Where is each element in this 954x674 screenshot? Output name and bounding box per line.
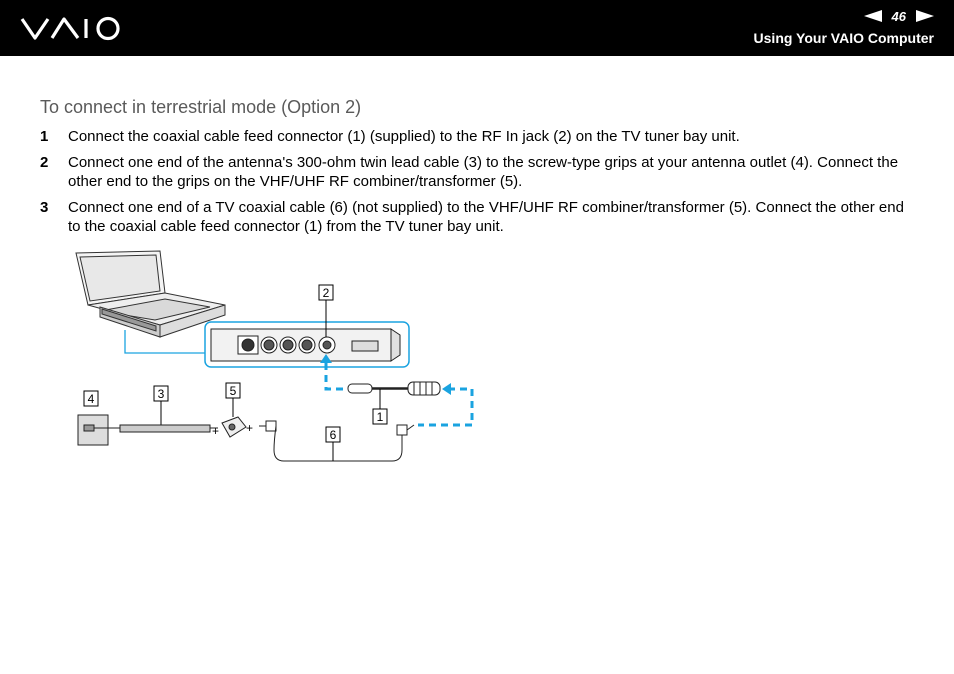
section-title: Using Your VAIO Computer — [753, 30, 934, 46]
zoom-line — [124, 330, 205, 354]
page-number: 46 — [891, 8, 906, 24]
arrow-left-icon — [442, 383, 451, 395]
callout-label: 4 — [88, 392, 95, 406]
connection-path — [324, 363, 350, 391]
callout-box — [372, 408, 388, 425]
zoom-box — [204, 321, 410, 368]
previous-page-icon[interactable] — [863, 10, 882, 22]
step-text: Connect one end of a TV coaxial cable (6… — [68, 199, 904, 235]
callout-label: 6 — [330, 428, 337, 442]
vaio-logo — [20, 14, 124, 47]
tv-coaxial-cable — [259, 420, 415, 462]
step-number: 2 — [40, 154, 49, 171]
twin-lead-cable — [108, 424, 218, 433]
connection-path — [418, 389, 474, 427]
callout-label: 3 — [158, 387, 165, 401]
laptop-illustration — [75, 250, 226, 338]
antenna-outlet — [77, 414, 109, 446]
next-page-icon[interactable] — [916, 10, 934, 22]
step-list: 1 Connect the coaxial cable feed connect… — [40, 127, 920, 243]
callout-box — [325, 426, 341, 443]
coaxial-feed-cable — [347, 381, 441, 396]
step-text: Connect one end of the antenna's 300-ohm… — [68, 154, 899, 190]
rf-combiner-transformer — [221, 416, 247, 438]
callout-label: 1 — [377, 410, 384, 424]
page-navigation: 46 — [863, 7, 934, 25]
step-number: 3 — [40, 199, 49, 216]
step-number: 1 — [40, 128, 49, 145]
plus-sign: + — [212, 424, 219, 438]
step-item: 1 Connect the coaxial cable feed connect… — [40, 127, 920, 146]
arrow-up-icon — [320, 354, 332, 363]
callout-label: 2 — [323, 286, 330, 300]
connection-diagram: 2 1 4 3 + 5 + — [75, 250, 474, 462]
step-item: 3 Connect one end of a TV coaxial cable … — [40, 198, 920, 236]
plus-sign: + — [246, 421, 253, 435]
step-text: Connect the coaxial cable feed connector… — [68, 128, 740, 145]
step-item: 2 Connect one end of the antenna's 300-o… — [40, 153, 920, 191]
tuner-bay-unit — [210, 328, 401, 362]
page-header: 46 Using Your VAIO Computer — [0, 0, 954, 56]
page-heading: To connect in terrestrial mode (Option 2… — [40, 97, 362, 117]
callout-box — [83, 390, 99, 407]
callout-label: 5 — [230, 384, 237, 398]
